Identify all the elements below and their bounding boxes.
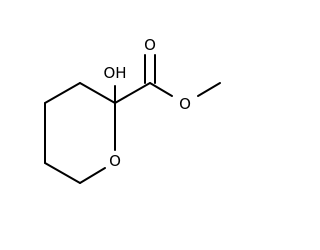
ring-bond-o-c5 [79,167,106,184]
carbonyl-oxygen-label: O [144,36,156,54]
bond-c1-carbonyl-c [114,82,151,104]
ester-oxygen-label: O [179,95,191,113]
ring-oxygen-label: O [109,152,121,170]
ring-bond-c2-c1 [79,82,116,104]
molecule-structure-diagram: OH O O O [44,36,221,184]
bond-ester-o-methyl [197,82,221,97]
ring-bond-c3-c2 [44,82,81,104]
ring-bond-c5-c4 [44,162,81,184]
hydroxyl-label: OH [103,64,126,82]
bond-carbonyl-c-ester-o [149,82,173,97]
